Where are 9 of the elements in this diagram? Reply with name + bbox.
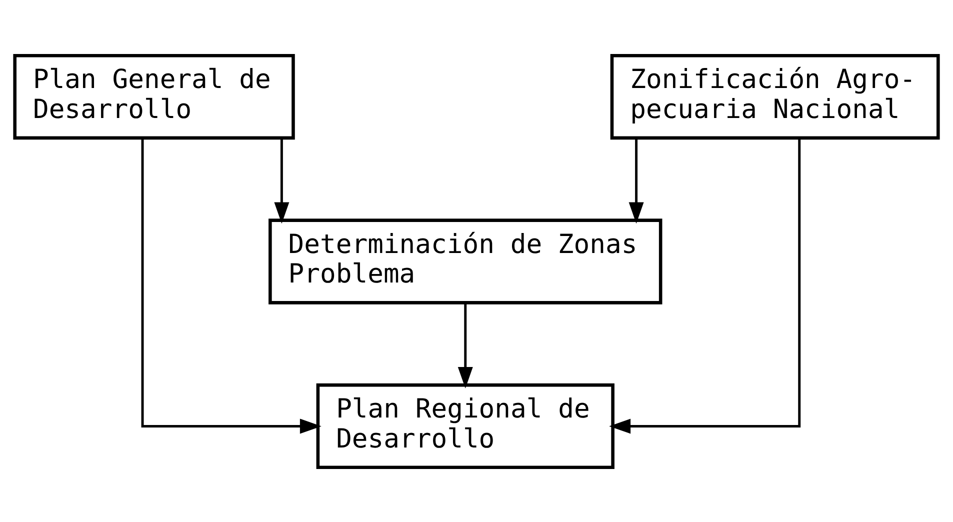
node-box: Plan General de Desarrollo [13, 53, 295, 140]
node-box: Plan Regional de Desarrollo [316, 382, 614, 469]
arrow [274, 138, 290, 224]
arrow [458, 302, 473, 388]
node-box: Zonificación Agro- pecuaria Nacional [610, 53, 940, 140]
arrow [609, 138, 801, 434]
node-box: Determinación de Zonas Problema [268, 218, 662, 304]
arrow [628, 138, 644, 224]
arrow [141, 138, 322, 434]
